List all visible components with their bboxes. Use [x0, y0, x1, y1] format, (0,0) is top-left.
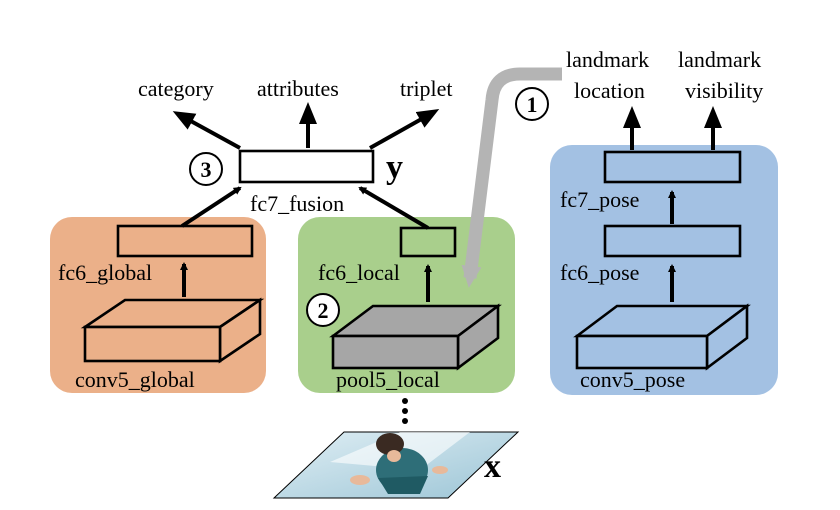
fusion-to-category-arrow [172, 111, 241, 150]
vertical-dots-icon [402, 398, 408, 424]
landmark-pooling-flow-arrow [461, 67, 562, 288]
svg-text:2: 2 [318, 298, 329, 323]
landmark-visibility-label-line2: visibility [685, 78, 763, 103]
stage-2-badge: 2 [306, 293, 340, 327]
fc6-local-to-fusion-arrow [358, 186, 430, 230]
conv5-global-block [80, 297, 265, 364]
conv5-global-label: conv5_global [75, 367, 195, 392]
fc6-global-to-fusion-arrow [180, 186, 242, 228]
landmark-location-label-line2: location [574, 78, 645, 103]
fc6-pose-box [603, 224, 742, 258]
svg-text:3: 3 [201, 157, 212, 182]
pool5-local-block [329, 303, 502, 371]
landmark-location-label-line1: landmark [566, 47, 649, 72]
svg-text:1: 1 [527, 92, 538, 117]
stage-3-badge: 3 [189, 152, 223, 186]
conv5-pose-label: conv5_pose [580, 367, 685, 392]
input-variable-x: x [484, 448, 501, 485]
output-triplet-label: triplet [400, 76, 453, 101]
conv5-pose-block [573, 303, 751, 371]
fc7-pose-label: fc7_pose [560, 187, 639, 212]
fc6-local-label: fc6_local [318, 260, 400, 285]
fashion-photo-icon [272, 431, 520, 499]
pool5-local-label: pool5_local [336, 367, 440, 392]
fc7-pose-box [603, 150, 742, 184]
fc7-fusion-label: fc7_fusion [250, 191, 344, 216]
fusion-to-triplet-arrow [369, 109, 440, 150]
output-variable-y: y [386, 149, 403, 186]
fc6-global-label: fc6_global [58, 260, 152, 285]
stage-1-badge: 1 [515, 87, 549, 121]
output-category-label: category [138, 76, 214, 101]
fc7-fusion-box [238, 149, 375, 184]
output-attributes-label: attributes [257, 76, 339, 101]
fc6-pose-label: fc6_pose [560, 260, 639, 285]
landmark-visibility-label-line1: landmark [678, 47, 761, 72]
